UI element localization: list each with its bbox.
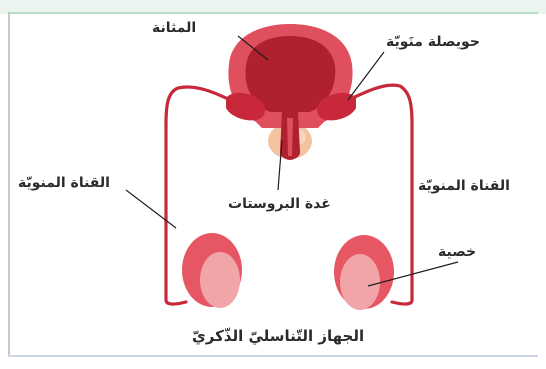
label-testis: خصية (438, 244, 476, 260)
label-vas-deferens-right: القناة المنويّة (418, 178, 510, 194)
label-vas-deferens-left: القناة المنويّة (18, 175, 110, 191)
diagram-caption: الجهاز التّناسليّ الذّكريّ (192, 327, 364, 345)
leader-line-vas-left (126, 190, 176, 228)
testis-left-front (200, 252, 240, 308)
label-bladder: المثانة (152, 20, 196, 36)
testis-right-front (340, 254, 380, 310)
urethra-core (287, 118, 293, 156)
label-seminal-vesicle: حويصلة منَويّة (386, 34, 480, 50)
label-prostate: غدة البروستات (228, 196, 331, 212)
